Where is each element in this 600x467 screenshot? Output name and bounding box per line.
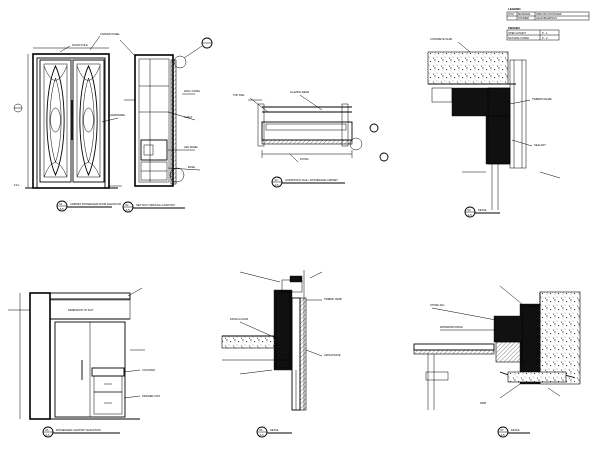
legend-table: LEGEND SYM MATERIAL SPECIFICATION REF. S… — [506, 7, 590, 41]
door-side-section-drawing: WALL FINISH SHELF LED PANEL BASE — [119, 37, 213, 187]
legend-col-spec: SPECIFICATION REF. — [536, 12, 562, 16]
callout-number: 03 — [275, 178, 278, 182]
callout-sheet: A-5 — [46, 433, 51, 437]
door-elevation-drawing: DOOR STILE CARVED PANEL HARDWARE F.F.L. — [13, 32, 125, 189]
callout-number: 04 — [468, 208, 471, 212]
finishes-title: FINISHES — [508, 26, 520, 30]
door-note-panel: CARVED PANEL — [100, 32, 120, 36]
callout-sheet: A-5 — [260, 433, 265, 437]
callout-sheet: A-5 — [501, 433, 506, 437]
jamb-note-floor: FINISH FLOOR — [230, 317, 248, 321]
finish-2-code: P - 2 — [542, 36, 548, 40]
top-corner-detail-drawing: CONCRETE SLAB TIMBER FRAME SEALANT — [427, 37, 561, 210]
callout-number: 01 — [60, 202, 63, 206]
rail-note-dim: FIXING — [300, 157, 309, 161]
door-note-ffl: F.F.L. — [14, 183, 20, 187]
horizontal-rail-section-drawing: FIXING TOP RAIL GLAZING BEAD — [233, 90, 389, 163]
detail-title: PASSENGER LAVATORY ELEVATION — [56, 428, 101, 432]
legend-col-sym: SYM — [508, 12, 514, 16]
section-note-shelf: SHELF — [184, 115, 193, 119]
callout-sheet: A-5 — [60, 207, 65, 211]
detail-title: DETAIL — [511, 428, 520, 432]
legend-row-material: STAINED — [518, 16, 529, 20]
callout-number: 05 — [46, 428, 49, 432]
callout-rail-section: 03 A-5 HORIZONTAL RAIL / PASSENGER CABIN… — [271, 176, 345, 188]
rail-note-bead: GLAZING BEAD — [290, 90, 309, 94]
cabinet-note-counter: COUNTER — [142, 368, 155, 372]
cabinet-elevation-drawing: DIMENSION TO SUIT COUNTER DRAWER UNIT — [8, 287, 161, 420]
sill-detail-drawing: STONE SILL WATERPROOFING DRIP — [413, 285, 581, 410]
detail-title: DETAIL — [270, 428, 279, 432]
door-note-stile: DOOR STILE — [72, 43, 88, 47]
legend-title: LEGEND — [508, 7, 521, 11]
corner-note-frame: TIMBER FRAME — [532, 97, 552, 101]
callout-sheet: A-5 — [126, 208, 131, 212]
callout-door-elevation: 01 A-5 CABINET PASSENGER DOOR ELEVATION — [56, 200, 121, 212]
cabinet-note-drawer: DRAWER UNIT — [142, 394, 161, 398]
callout-cabinet-elevation: 05 A-5 PASSENGER LAVATORY ELEVATION — [42, 426, 120, 438]
detail-title: CABINET PASSENGER DOOR ELEVATION — [70, 202, 121, 206]
sill-note-drip: DRIP — [480, 401, 486, 405]
rail-note-top: TOP RAIL — [233, 93, 245, 97]
callout-sheet: A-5 — [468, 213, 473, 217]
sill-note-stone: STONE SILL — [430, 303, 446, 307]
detail-title: DETAIL — [478, 208, 487, 212]
callout-number: 07 — [501, 428, 504, 432]
legend-col-material: MATERIAL — [518, 12, 531, 16]
callout-number: 02 — [126, 203, 129, 207]
section-note-panel: LED PANEL — [184, 145, 199, 149]
jamb-note-architrave: ARCHITRAVE — [324, 353, 341, 357]
sill-note-waterproofing: WATERPROOFING — [440, 325, 463, 329]
section-note-wall: WALL FINISH — [184, 89, 200, 93]
section-note-base: BASE — [188, 165, 195, 169]
corner-note-slab: CONCRETE SLAB — [430, 37, 452, 41]
finish-1-name: OPEN & PAINT — [508, 31, 526, 35]
callout-side-section: 02 A-5 SECTION THROUGH LAVATORY — [122, 201, 185, 213]
detail-title: SECTION THROUGH LAVATORY — [136, 203, 175, 207]
callout-number: 06 — [260, 428, 263, 432]
callout-sheet: A-5 — [275, 183, 280, 187]
cabinet-note-dim: DIMENSION TO SUIT — [68, 308, 94, 312]
jamb-detail-drawing: FINISH FLOOR TIMBER JAMB ARCHITRAVE — [221, 270, 342, 411]
legend-row-spec: LEAD BEARINGS — [536, 16, 557, 20]
finish-2-name: NATURAL FINISH — [508, 36, 529, 40]
corner-note-sealant: SEALANT — [534, 143, 546, 147]
callout-sill-detail: 07 A-5 DETAIL — [497, 426, 530, 438]
callout-corner-detail: 04 A-5 DETAIL — [464, 206, 500, 218]
jamb-note-jamb: TIMBER JAMB — [324, 297, 342, 301]
detail-title: HORIZONTAL RAIL / PASSENGER CABINET — [285, 178, 338, 182]
finish-1-code: P - 1 — [542, 31, 548, 35]
door-note-hardware: HARDWARE — [110, 113, 125, 117]
callout-jamb-detail: 06 A-5 DETAIL — [256, 426, 292, 438]
